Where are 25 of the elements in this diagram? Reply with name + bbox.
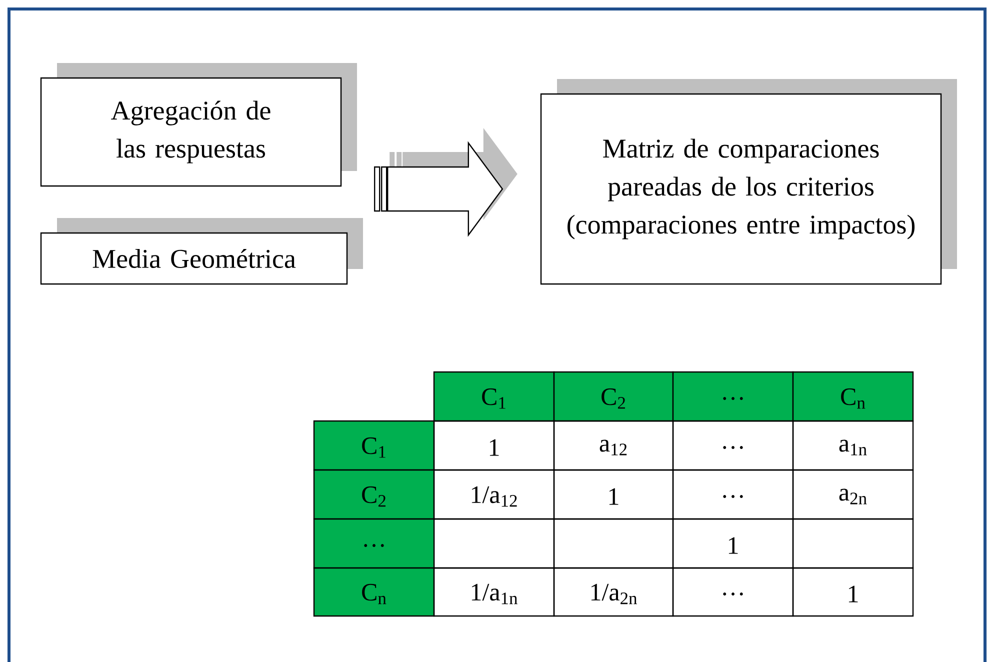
text-box: Matriz de comparaciones pareadas de los criterios (comparaciones entre impactos)	[540, 79, 957, 285]
table-cell: …	[672, 420, 794, 471]
header-cell: C$_{n}$	[313, 567, 435, 617]
header-cell: C$_{1}$	[313, 420, 435, 471]
table-cell: 1	[553, 469, 674, 520]
table-cell: a$_{12}$	[553, 420, 674, 471]
header-cell: C$_{1}$	[433, 371, 555, 422]
header-cell: C$_{2}$	[553, 371, 674, 422]
table-cell: a$_{1n}$	[792, 420, 914, 471]
text-box: Agregación de las respuestas	[40, 63, 357, 187]
text-box: Media Geométrica	[40, 218, 363, 285]
header-cell: …	[672, 371, 794, 422]
table-cell: 1/a$_{2n}$	[553, 567, 674, 617]
table-cell: 1	[672, 518, 794, 569]
table-cell: 1	[792, 567, 914, 617]
table-cell: …	[672, 567, 794, 617]
block-arrow	[374, 128, 518, 237]
table-cell: …	[672, 469, 794, 520]
header-cell: …	[313, 518, 435, 569]
table-cell: 1/a$_{12}$	[433, 469, 555, 520]
table-cell: a$_{2n}$	[792, 469, 914, 520]
table-cell: 1/a$_{1n}$	[433, 567, 555, 617]
header-cell: C$_{n}$	[792, 371, 914, 422]
table-cell: 1	[433, 420, 555, 471]
header-cell: C$_{2}$	[313, 469, 435, 520]
